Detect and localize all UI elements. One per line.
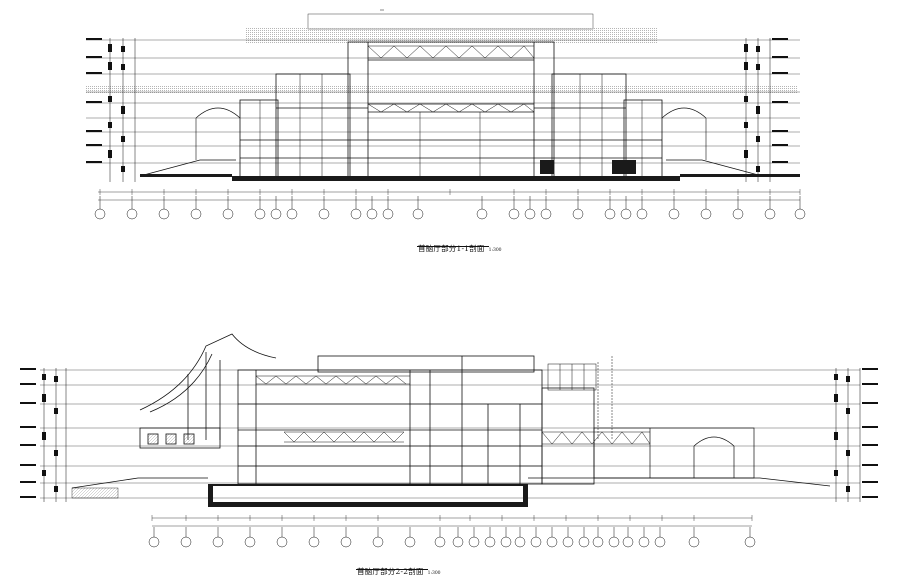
roof-truss-1	[367, 45, 535, 113]
dimension-line-1	[98, 189, 801, 201]
section-2-2-title-underline	[356, 569, 428, 570]
elevation-stack-right-2	[834, 368, 878, 502]
pavilion-roof-2	[139, 333, 277, 449]
ground-basement-1	[139, 159, 800, 181]
canopy-band-mid	[86, 86, 798, 93]
right-wing-2	[593, 427, 755, 479]
section-2-2	[20, 333, 878, 548]
canopy-frame-2	[547, 356, 613, 440]
section-1-1-title-underline	[417, 246, 489, 247]
level-lines-1	[86, 39, 800, 164]
section-1-1	[86, 9, 806, 220]
roof-truss-2	[255, 375, 651, 445]
grid-axis-bubbles-1	[94, 196, 806, 220]
building-massing-2	[237, 355, 595, 485]
level-lines-2	[40, 369, 860, 499]
elevation-stack-left-2	[20, 368, 67, 502]
section-2-2-title: 首脑厅部分2-2剖面	[357, 567, 424, 576]
ground-basement-2	[71, 477, 831, 507]
section-2-2-scale: 1:300	[427, 571, 441, 576]
columns-1	[259, 74, 643, 180]
grid-axis-bubbles-2	[148, 527, 756, 548]
side-arches-1	[195, 107, 707, 160]
dimension-line-2	[151, 515, 753, 527]
roof-canopy-outline	[307, 13, 594, 30]
elevation-stack-left-1	[86, 38, 136, 182]
section-1-1-scale: 1:300	[488, 248, 502, 253]
building-massing-1	[239, 41, 663, 181]
section-1-1-title: 首脑厅部分1-1剖面	[418, 244, 485, 253]
elevation-stack-right-1	[744, 38, 788, 182]
